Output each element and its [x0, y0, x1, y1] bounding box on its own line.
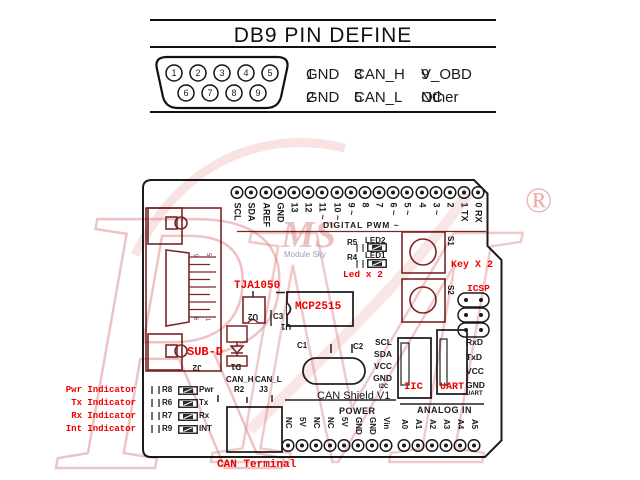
db9-pin-number: 1 [171, 68, 177, 78]
tx-indicator-caption: Tx Indicator [71, 398, 136, 408]
tja1050-label: TJA1050 [234, 280, 281, 292]
d1-ref: D1 [230, 362, 242, 371]
power-pin-label: 5V [340, 417, 349, 427]
iic-pin-label: SCL [375, 337, 392, 347]
resistor-ref: R5 [347, 238, 358, 247]
rx-indicator-caption: Rx Indicator [71, 411, 136, 421]
svg-text:6: 6 [192, 317, 198, 321]
digital-pwm-label: DIGITAL PWM ~ [323, 220, 400, 230]
indicator-name: Pwr [199, 385, 214, 394]
power-pin-label: GND [368, 417, 377, 435]
can-l-label: CAN_L [255, 375, 282, 384]
analog-section-label: ANALOG IN [417, 405, 472, 415]
power-section-label: POWER [339, 406, 376, 416]
r2-ref: R2 [234, 385, 245, 394]
u2-ref: U2 [247, 312, 259, 321]
header-divider-lines [150, 19, 496, 113]
digital-pin-label: AREF [261, 202, 272, 228]
led-ref: LED2 [365, 236, 386, 245]
power-pin-label: Vin [382, 417, 391, 430]
digital-pin-label: 1 TX [459, 202, 470, 222]
digital-pin-label: SDA [246, 202, 257, 222]
db9-pin-number: 5 [267, 68, 273, 78]
analog-pin-label: A3 [442, 419, 451, 430]
indicator-ref: R9 [162, 424, 173, 433]
board-name: CAN Shield V1 [317, 390, 391, 402]
db9-pin-number: 6 [183, 88, 189, 98]
indicator-ref: R7 [162, 411, 173, 420]
button-ref: S2 [446, 285, 455, 295]
iic-pin-label: SDA [374, 349, 392, 359]
int-indicator-caption: Int Indicator [65, 424, 136, 434]
uart-tiny-label: UART [466, 391, 483, 397]
button-ref: S1 [446, 236, 455, 246]
analog-pin-label: A1 [414, 419, 423, 430]
iic-tiny-label: I2C [379, 384, 389, 390]
digital-pin-label: 0 RX [473, 202, 484, 223]
db9-pin-number: 9 [255, 88, 261, 98]
digital-pin-label: 12 [303, 202, 314, 213]
digital-pin-label: 13 [289, 202, 300, 213]
indicator-ref: R6 [162, 398, 173, 407]
u1-ref: U1 [280, 322, 292, 331]
power-pin-label: NC [312, 417, 321, 429]
uart-pin-label: VCC [466, 366, 484, 376]
icsp-label: ICSP [467, 283, 490, 294]
digital-pin-label: 3 ~ [431, 202, 442, 216]
power-pin-label: NC [326, 417, 335, 429]
indicator-ref: R8 [162, 385, 173, 394]
digital-pin-label: 2 [445, 202, 456, 208]
can-terminal-block [226, 406, 283, 453]
iic-pin-label: VCC [374, 361, 392, 371]
uart-pin-label: GND [466, 380, 485, 390]
c2-ref: C2 [353, 342, 364, 351]
analog-pin-label: A4 [456, 419, 465, 430]
led-ref: LED1 [365, 251, 386, 260]
c1-ref: C1 [297, 341, 308, 350]
resistor-ref: R4 [347, 253, 358, 262]
uart-pin-label: TxD [466, 352, 483, 362]
power-pin-label: NC [284, 417, 293, 429]
analog-pin-label: A0 [400, 419, 409, 430]
power-pin-label: GND [354, 417, 363, 435]
indicator-bars [151, 386, 160, 433]
pwr-indicator-caption: Pwr Indicator [65, 385, 136, 395]
c3-ref: C3 [273, 312, 284, 321]
digital-pin-label: SCL [232, 202, 243, 221]
db9-pin-number: 3 [219, 68, 225, 78]
key-caption: Key X 2 [451, 260, 494, 271]
indicator-name: Rx [199, 411, 210, 420]
db9-pin-number: 7 [207, 88, 213, 98]
led-caption: Led x 2 [343, 269, 383, 280]
can-terminal-caption: CAN Terminal [217, 459, 297, 471]
uart-label: UART [440, 382, 465, 393]
db9-connector-front [155, 55, 289, 110]
digital-pin-label: GND [275, 202, 286, 223]
j3-ref: J3 [259, 385, 268, 394]
db9-pin-number: 4 [243, 68, 249, 78]
svg-text:1: 1 [204, 318, 210, 322]
analog-pin-label: A2 [428, 419, 437, 430]
power-pin-label: 5V [298, 417, 307, 427]
indicator-name: INT [199, 424, 212, 433]
analog-pin-label: A5 [470, 419, 479, 430]
subd-label: SUB-D [187, 345, 224, 359]
j2-ref: J2 [192, 363, 202, 372]
iic-label: IIC [404, 381, 423, 393]
indicator-name: Tx [199, 398, 209, 407]
iic-pin-label: GND [373, 373, 392, 383]
uart-pin-label: RxD [466, 337, 484, 347]
digital-pin-label: 4 [417, 202, 428, 208]
digital-pin-label: 5 ~ [402, 202, 413, 216]
can-h-label: CAN_H [226, 375, 254, 384]
db9-pin-number: 8 [231, 88, 237, 98]
db9-pin-number: 2 [195, 68, 201, 78]
mcp2515-label: MCP2515 [295, 301, 342, 313]
page-title: DB9 PIN DEFINE [233, 24, 413, 47]
